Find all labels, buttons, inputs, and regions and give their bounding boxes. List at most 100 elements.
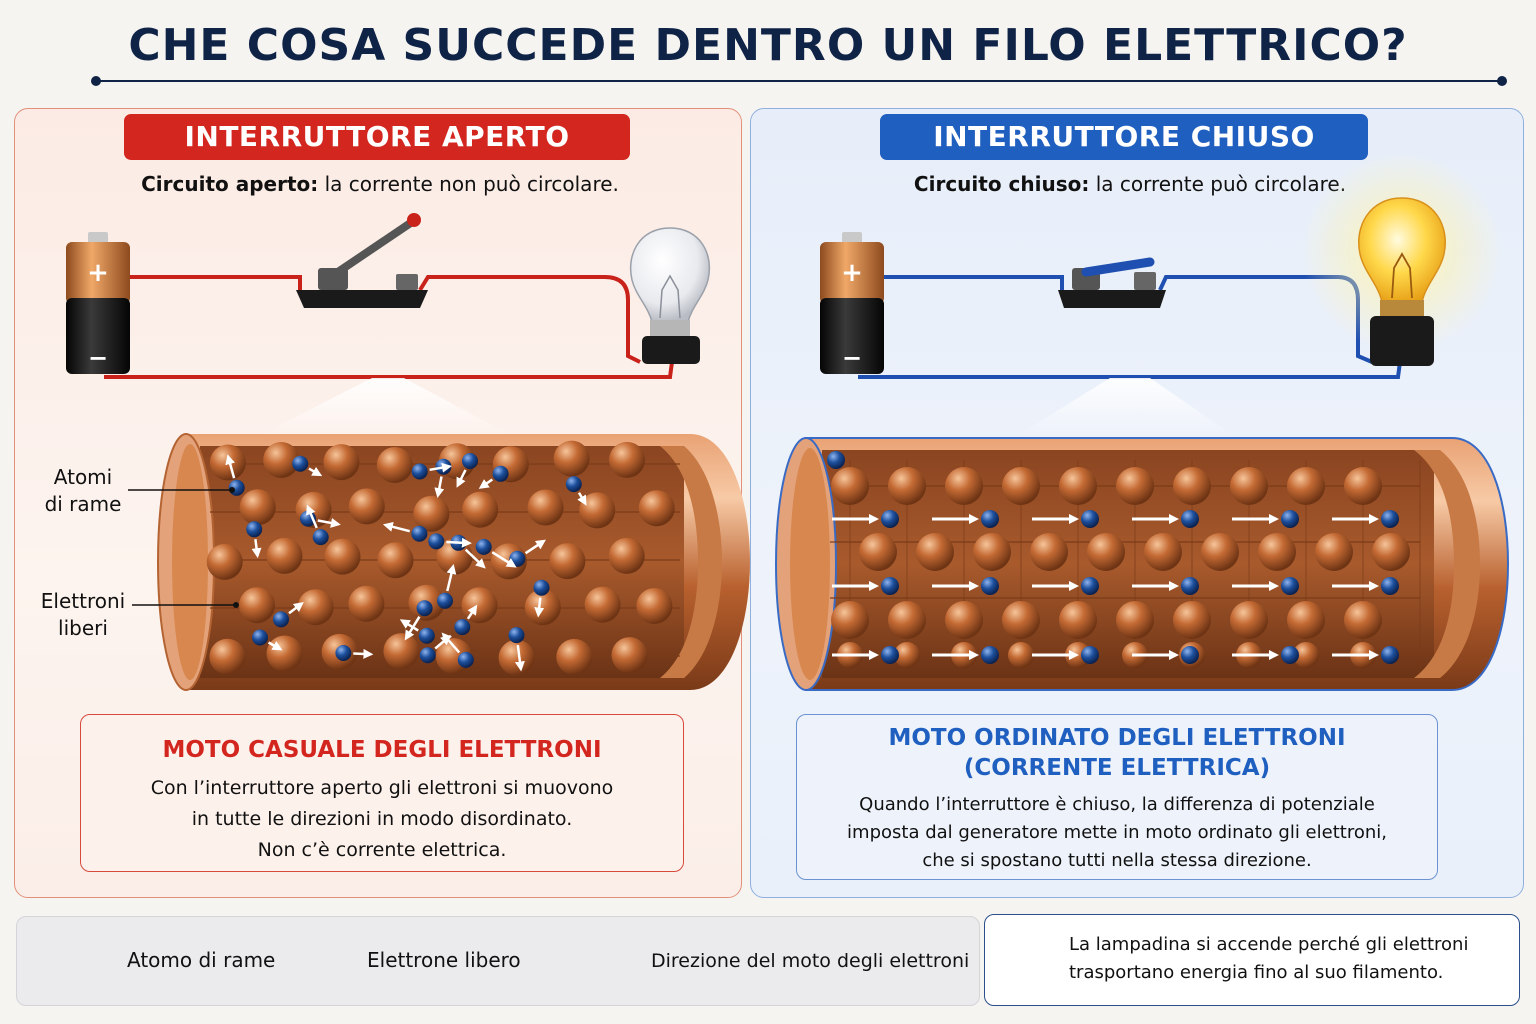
motion-arrow xyxy=(466,604,478,620)
motion-arrow xyxy=(441,632,461,654)
motion-arrow xyxy=(317,518,341,528)
title-line: MOTO ORDINATO DEGLI ELETTRONI xyxy=(888,725,1346,751)
title-line: (CORRENTE ELETTRICA) xyxy=(963,755,1271,781)
copper-atom xyxy=(297,589,334,626)
motion-arrow xyxy=(399,619,419,632)
copper-atom xyxy=(1344,601,1382,639)
free-electron xyxy=(312,529,329,546)
copper-atom xyxy=(263,442,300,478)
free-electron xyxy=(1281,646,1299,664)
copper-atom xyxy=(206,543,243,580)
copper-atom xyxy=(377,542,414,579)
closed-circuit: + − xyxy=(820,152,1502,440)
free-electron xyxy=(462,453,478,469)
free-electron xyxy=(881,577,899,595)
bulb-note: La lampadina si accende perché gli elett… xyxy=(984,914,1520,1006)
copper-atom xyxy=(831,601,869,639)
free-electron xyxy=(418,627,435,644)
copper-atom xyxy=(461,587,498,624)
free-electron xyxy=(416,600,433,617)
copper-atom xyxy=(324,538,361,575)
zoom-cone xyxy=(250,378,520,440)
free-electron xyxy=(1181,577,1199,595)
copper-atom xyxy=(383,633,420,670)
free-electron xyxy=(981,577,999,595)
copper-atom xyxy=(638,490,675,527)
text-line: Non c’è corrente elettrica. xyxy=(257,839,507,861)
bulb-note-text: La lampadina si accende perché gli elett… xyxy=(1069,934,1469,983)
bulb-off-icon xyxy=(630,227,710,364)
copper-atom xyxy=(266,537,303,574)
free-electron xyxy=(1081,646,1099,664)
open-switch-banner: INTERRUTTORE APERTO xyxy=(124,114,630,160)
copper-atom xyxy=(894,642,920,668)
copper-atom xyxy=(945,467,983,505)
divider-dot-left xyxy=(91,76,101,86)
free-electron xyxy=(827,451,845,469)
copper-atom xyxy=(209,444,246,481)
copper-atom xyxy=(831,467,869,505)
random-motion-title: MOTO CASUALE DEGLI ELETTRONI xyxy=(162,737,602,763)
free-electron xyxy=(533,579,550,596)
motion-arrow xyxy=(225,454,236,479)
free-electron xyxy=(292,455,309,472)
battery-icon: + − xyxy=(66,232,130,374)
free-electron xyxy=(565,476,582,493)
electrons-label: Elettroni liberi xyxy=(26,588,140,642)
wire xyxy=(104,361,674,379)
legend-arrow-label: Direzione del moto degli elettroni xyxy=(651,950,970,972)
copper-atom xyxy=(348,488,385,525)
free-electron xyxy=(457,651,474,668)
motion-arrow xyxy=(251,539,262,559)
open-wire-section xyxy=(157,433,750,691)
free-electron xyxy=(273,611,289,628)
copper-atom xyxy=(1173,601,1211,639)
copper-atom xyxy=(636,588,673,624)
copper-atom xyxy=(549,543,586,580)
copper-atom xyxy=(239,587,275,624)
wire xyxy=(858,361,1402,379)
motion-arrow xyxy=(534,597,545,618)
copper-atom xyxy=(527,489,564,526)
copper-atom xyxy=(945,601,983,639)
random-motion-text: Con l’interruttore aperto gli elettroni … xyxy=(81,773,683,866)
copper-atom xyxy=(1116,467,1154,505)
copper-atom xyxy=(239,489,276,526)
free-electron xyxy=(411,463,428,480)
free-electron xyxy=(1281,510,1299,528)
title-divider xyxy=(96,80,1506,82)
free-electron xyxy=(492,465,509,482)
free-electron xyxy=(1281,577,1299,595)
ordered-motion-box: MOTO ORDINATO DEGLI ELETTRONI (CORRENTE … xyxy=(796,714,1438,880)
motion-arrow xyxy=(267,641,283,651)
motion-arrow xyxy=(353,648,374,659)
copper-atom xyxy=(462,491,499,528)
subtitle-text: la corrente può circolare. xyxy=(1089,172,1347,196)
legend-atom-label: Atomo di rame xyxy=(127,948,276,972)
legend-electron-label: Elettrone libero xyxy=(367,948,521,972)
copper-atom xyxy=(579,492,616,529)
random-motion-box: MOTO CASUALE DEGLI ELETTRONI Con l’inter… xyxy=(80,714,684,872)
motion-arrow xyxy=(306,504,318,529)
copper-atom xyxy=(1173,467,1211,505)
copper-atom xyxy=(498,639,535,676)
wire xyxy=(418,275,641,364)
closed-switch-banner: INTERRUTTORE CHIUSO xyxy=(880,114,1368,160)
free-electron xyxy=(246,521,263,538)
free-electron xyxy=(981,646,999,664)
open-circuit: + − xyxy=(66,213,710,440)
copper-atom xyxy=(1008,642,1034,668)
copper-atom xyxy=(553,440,590,477)
free-electron xyxy=(1181,510,1199,528)
closed-switch-icon xyxy=(1058,257,1166,308)
free-electron xyxy=(428,533,445,550)
free-electron xyxy=(1181,646,1199,664)
copper-atom xyxy=(266,635,303,672)
copper-atom xyxy=(888,467,926,505)
page-title: CHE COSA SUCCEDE DENTRO UN FILO ELETTRIC… xyxy=(128,20,1408,71)
free-electron xyxy=(1381,646,1399,664)
copper-atom xyxy=(556,638,593,675)
subtitle-text: la corrente non può circolare. xyxy=(318,172,619,196)
free-electron xyxy=(881,646,899,664)
